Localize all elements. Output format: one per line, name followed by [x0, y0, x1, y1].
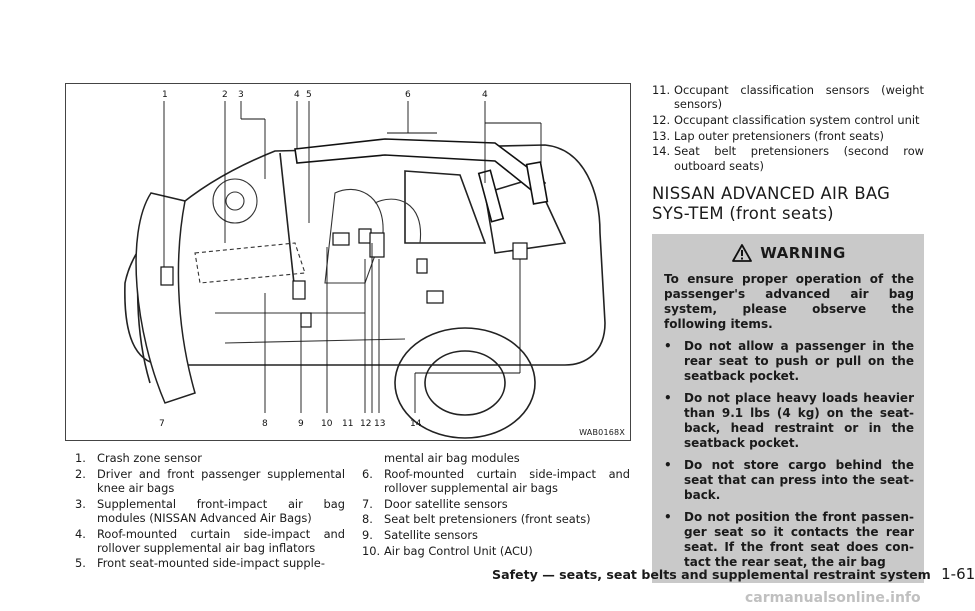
list-item: 3. Supplemental front-impact air bag modu…	[75, 497, 345, 525]
list-item: 8. Seat belt pretensioners (front seats)	[362, 512, 630, 526]
list-item-continuation: mental air bag modules	[384, 451, 520, 465]
item-text: Driver and front passenger supplemental …	[97, 466, 345, 495]
item-text: Crash zone sensor	[97, 451, 202, 465]
callout-5: 5	[306, 90, 312, 100]
callout-2: 2	[222, 90, 228, 100]
legend-column-left: 1. Crash zone sensor 2. Driver and front p…	[75, 451, 345, 572]
list-item: 9. Satellite sensors	[362, 528, 630, 542]
item-number: 13.	[652, 128, 671, 143]
airbag-system-diagram: 1 2 3 4 5 6 4 7 8 9 10 11 12 13 14 WAB01…	[65, 83, 631, 441]
curtain-airbag	[294, 138, 549, 223]
callout-9: 9	[298, 419, 304, 429]
item-number: 10.	[362, 543, 381, 558]
item-text: Seat belt pretensioners (front seats)	[384, 512, 591, 527]
bullet-text: Do not store cargo behind the seat that …	[684, 457, 914, 502]
item-number: 4.	[75, 526, 86, 541]
interior-details	[194, 178, 422, 344]
list-item: 1. Crash zone sensor	[75, 451, 345, 465]
bottom-callout-labels: 7 8 9 10 11 12 13 14	[159, 419, 422, 429]
top-callout-labels: 1 2 3 4 5 6 4	[162, 90, 488, 100]
vehicle-illustration: 1 2 3 4 5 6 4 7 8 9 10 11 12 13 14	[65, 83, 631, 441]
item-number: 3.	[75, 496, 86, 511]
callout-7: 7	[159, 419, 165, 429]
page-footer: Safety — seats, seat belts and supplemen…	[492, 565, 975, 583]
warning-bullet: • Do not place heavy loads heavier than 9…	[664, 391, 914, 451]
bullet-icon: •	[664, 338, 672, 353]
callout-leader-lines	[163, 101, 542, 413]
item-text: Lap outer pretensioners (front seats)	[674, 128, 884, 143]
callout-3: 3	[238, 90, 244, 100]
item-number: 9.	[362, 528, 373, 543]
list-item: 13.Lap outer pretensioners (front seats)	[652, 129, 924, 143]
page-number: 1-61	[941, 565, 975, 583]
item-text: Air bag Control Unit (ACU)	[384, 543, 533, 558]
warning-title: WARNING	[760, 243, 846, 262]
item-number: 1.	[75, 451, 86, 465]
warning-bullet: • Do not store cargo behind the seat that…	[664, 458, 914, 503]
list-item: 5. Front seat-mounted side-impact supple-	[75, 556, 345, 570]
item-number: 12.	[652, 112, 671, 127]
bullet-icon: •	[664, 457, 672, 472]
item-number: 7.	[362, 496, 373, 511]
list-item: 11.Occupant classification sensors (weig…	[652, 83, 924, 111]
warning-bullet: • Do not position the front passen-ger se…	[664, 510, 914, 570]
figure-code: WAB0168X	[579, 428, 625, 437]
warning-box: WARNING To ensure proper operation of th…	[652, 233, 924, 583]
open-door	[135, 192, 196, 404]
item-text: Seat belt pretensioners (second row outb…	[674, 144, 924, 173]
legend-column-middle: mental air bag modules 6. Roof-mounted cu…	[362, 451, 630, 559]
callout-12: 12	[360, 419, 371, 429]
bullet-icon: •	[664, 509, 672, 524]
bullet-icon: •	[664, 390, 672, 405]
callout-1: 1	[162, 90, 168, 100]
callout-10: 10	[321, 419, 333, 429]
callout-4b: 4	[482, 90, 488, 100]
callout-4: 4	[294, 90, 300, 100]
footer-section-title: Safety — seats, seat belts and supplemen…	[492, 567, 931, 582]
callout-13: 13	[374, 419, 385, 429]
item-text: Occupant classification sensors (weight …	[674, 83, 924, 112]
list-item: 4. Roof-mounted curtain side-impact and r…	[75, 527, 345, 555]
item-text: Roof-mounted curtain side-impact and rol…	[384, 466, 630, 495]
item-number: 2.	[75, 466, 86, 481]
warning-header: WARNING	[664, 243, 914, 262]
section-heading: NISSAN ADVANCED AIR BAG SYS-TEM (front s…	[652, 183, 891, 223]
item-number: 8.	[362, 512, 373, 527]
item-number: 6.	[362, 466, 373, 481]
sensor-modules	[160, 228, 528, 328]
item-text: Door satellite sensors	[384, 496, 508, 511]
list-item: 12.Occupant classification system contro…	[652, 113, 924, 127]
warning-bullet: • Do not allow a passenger in the rear se…	[664, 339, 914, 384]
item-text: Supplemental front-impact air bag module…	[97, 496, 345, 525]
watermark: carmanualsonline.info	[745, 590, 921, 606]
item-text: Satellite sensors	[384, 528, 478, 543]
warning-triangle-icon	[732, 243, 753, 262]
list-item: 14.Seat belt pretensioners (second row o…	[652, 144, 924, 172]
warning-intro: To ensure proper operation of the passen…	[664, 271, 914, 331]
list-item: 10.Air bag Control Unit (ACU)	[362, 544, 630, 558]
item-number: 11.	[652, 83, 671, 97]
list-item: 7. Door satellite sensors	[362, 497, 630, 511]
callout-8: 8	[262, 419, 268, 429]
bullet-text: Do not allow a passenger in the rear sea…	[684, 338, 914, 383]
callout-6: 6	[405, 90, 411, 100]
item-number: 5.	[75, 556, 86, 571]
callout-14: 14	[410, 419, 422, 429]
list-item: 2. Driver and front passenger supplementa…	[75, 467, 345, 495]
callout-11: 11	[342, 419, 353, 429]
list-item: 6. Roof-mounted curtain side-impact and r…	[362, 467, 630, 495]
item-number: 14.	[652, 144, 671, 159]
item-text: Front seat-mounted side-impact supple-	[97, 556, 325, 571]
bullet-text: Do not place heavy loads heavier than 9.…	[684, 390, 914, 450]
bullet-text: Do not position the front passen-ger sea…	[684, 509, 914, 569]
item-text: Roof-mounted curtain side-impact and rol…	[97, 526, 345, 555]
item-text: Occupant classification system control u…	[674, 112, 920, 127]
right-column: 11.Occupant classification sensors (weig…	[652, 83, 924, 583]
